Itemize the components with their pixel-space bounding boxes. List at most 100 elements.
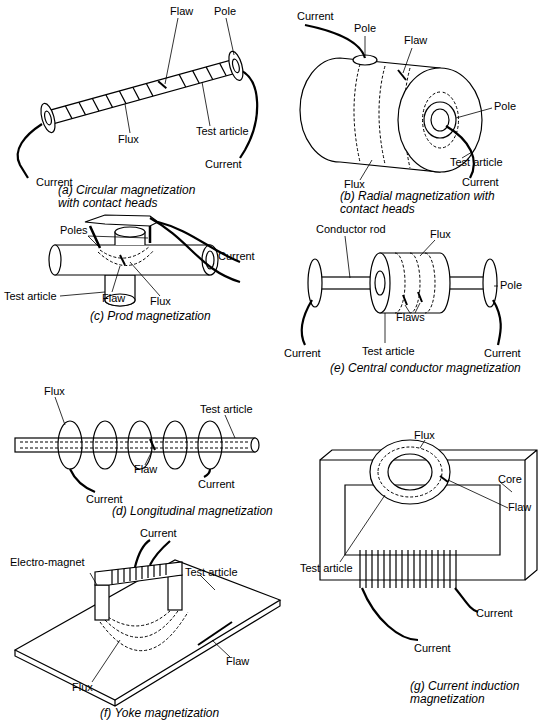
- part-label: Flux: [118, 133, 139, 146]
- induction-setup-part: [362, 588, 418, 640]
- induction-setup-part: [340, 440, 512, 562]
- central-conductor-setup-part: [370, 253, 390, 313]
- circular-setup-part-part: [43, 110, 53, 125]
- figure-caption: (b) Radial magnetization with contact he…: [340, 190, 500, 216]
- radial-setup-part: [446, 126, 474, 178]
- radial-setup-part: [398, 70, 406, 80]
- longitudinal-setup-part: [15, 438, 255, 452]
- prod-setup-part: [49, 245, 61, 275]
- induction-setup-part: [440, 476, 448, 482]
- circular-setup-part: [18, 124, 42, 178]
- circular-setup-part: [125, 18, 234, 133]
- part-label: Core: [498, 473, 522, 486]
- yoke-setup-part: [15, 600, 280, 706]
- part-label: Flaw: [226, 655, 249, 668]
- part-label: Conductor rod: [316, 223, 386, 236]
- figure-caption: (e) Central conductor magnetization: [330, 362, 543, 375]
- part-label: Flux: [44, 385, 65, 398]
- central-conductor-setup-part: [345, 236, 498, 343]
- prod-setup-part: [85, 215, 158, 226]
- figure-caption: (c) Prod magnetization: [90, 310, 310, 323]
- radial-setup-part: [423, 92, 459, 148]
- part-label: Test article: [185, 566, 238, 579]
- part-label: Test article: [196, 125, 249, 138]
- figure-caption: (f) Yoke magnetization: [100, 707, 300, 720]
- part-label: Current: [462, 176, 499, 189]
- yoke-setup-part: [135, 540, 150, 567]
- part-label: Current: [297, 10, 334, 23]
- longitudinal-setup-part: [128, 421, 152, 469]
- longitudinal-setup-part: [58, 421, 82, 469]
- part-label: Electro-magnet: [10, 556, 85, 569]
- part-label: Flaw: [404, 34, 427, 47]
- induction-setup: [320, 440, 537, 640]
- prod-setup-part: [120, 255, 125, 265]
- part-label: Pole: [494, 100, 516, 113]
- part-label: Flux: [150, 295, 171, 308]
- part-label: Current: [476, 607, 513, 620]
- prod-setup-part: [98, 246, 154, 266]
- part-label: Current: [205, 158, 242, 171]
- induction-setup-part: [370, 440, 450, 504]
- yoke-setup-part: [95, 585, 109, 620]
- part-label: Current: [198, 478, 235, 491]
- circular-setup-part-part: [226, 50, 246, 82]
- part-label: Current: [284, 347, 321, 360]
- longitudinal-setup-part: [70, 469, 95, 492]
- part-label: Flux: [72, 681, 93, 694]
- yoke-setup-part: [112, 564, 166, 584]
- part-label: Current: [414, 642, 451, 655]
- yoke-setup-part: [100, 607, 188, 651]
- circular-setup: [18, 18, 258, 178]
- figure-caption: (d) Longitudinal magnetization: [112, 505, 332, 518]
- circular-setup-part-part: [158, 80, 166, 90]
- longitudinal-setup-part: [251, 438, 259, 452]
- prod-setup-part: [115, 227, 145, 237]
- longitudinal-setup-part: [163, 421, 187, 469]
- yoke-setup-part: [198, 622, 232, 645]
- part-label: Test article: [450, 156, 503, 169]
- part-label: Test article: [300, 562, 353, 575]
- part-label: Flaw: [102, 292, 125, 305]
- circular-setup-part: [240, 70, 257, 158]
- part-label: Flaw: [170, 5, 193, 18]
- yoke-setup-part: [90, 573, 230, 682]
- part-label: Poles: [60, 224, 88, 237]
- longitudinal-setup-part: [198, 421, 222, 469]
- central-conductor-setup: [302, 236, 501, 345]
- figure-caption: (g) Current induction magnetization: [410, 680, 543, 706]
- prod-setup-part: [55, 245, 210, 275]
- central-conductor-setup-part: [395, 253, 435, 313]
- part-label: Test article: [4, 290, 57, 303]
- part-label: Test article: [200, 403, 253, 416]
- part-label: Pole: [214, 5, 236, 18]
- part-label: Pole: [354, 22, 376, 35]
- part-label: Current: [140, 527, 177, 540]
- part-label: Pole: [500, 279, 522, 292]
- central-conductor-setup-part: [493, 300, 501, 345]
- part-label: Flux: [430, 228, 451, 241]
- circular-setup-part-part: [65, 62, 226, 119]
- circular-setup-part-part: [231, 58, 241, 73]
- part-label: Current: [218, 250, 255, 263]
- part-label: Current: [484, 347, 521, 360]
- part-label: Flaws: [396, 311, 425, 324]
- induction-setup-part: [320, 450, 537, 580]
- induction-setup-part: [455, 588, 478, 612]
- induction-setup-part: [378, 447, 442, 497]
- central-conductor-setup-part: [302, 300, 312, 345]
- part-label: Test article: [362, 345, 415, 358]
- part-label: Flux: [414, 429, 435, 442]
- longitudinal-setup-part: [93, 421, 117, 469]
- induction-setup-part: [360, 550, 456, 588]
- longitudinal-setup-part: [20, 442, 250, 448]
- yoke-setup-part: [95, 562, 182, 585]
- part-label: Flaw: [508, 501, 531, 514]
- part-label: Flaw: [134, 463, 157, 476]
- circular-setup-part-part: [38, 102, 58, 134]
- central-conductor-setup-part: [375, 271, 385, 295]
- radial-setup-part: [431, 109, 449, 131]
- central-conductor-setup-part: [308, 259, 322, 307]
